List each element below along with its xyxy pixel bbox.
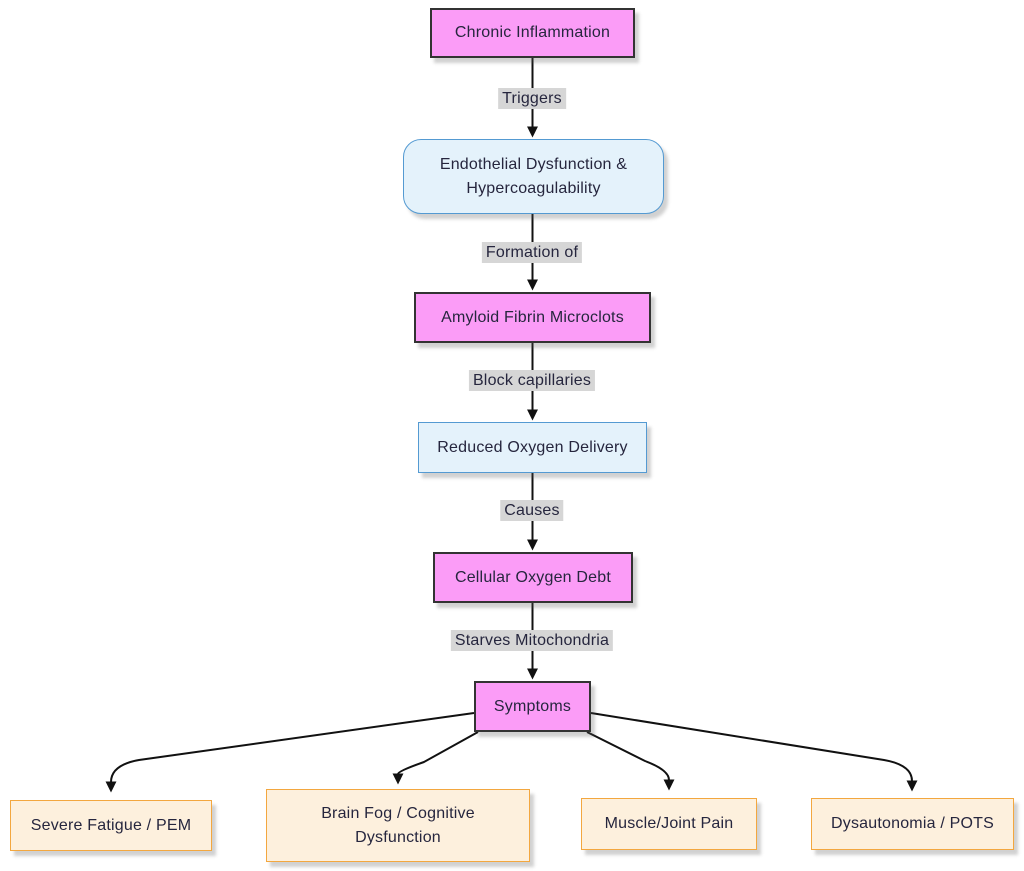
node-muscle-joint-pain: Muscle/Joint Pain xyxy=(581,798,757,850)
node-label: Amyloid Fibrin Microclots xyxy=(441,308,624,326)
node-label: Chronic Inflammation xyxy=(454,24,611,41)
node-chronic-inflammation: Chronic Inflammation xyxy=(430,8,635,58)
node-label: Brain Fog / Cognitive Dysfunction xyxy=(321,804,475,846)
edge-symptoms-to-brain-fog xyxy=(392,731,479,785)
node-cellular-oxygen-debt: Cellular Oxygen Debt xyxy=(433,552,633,603)
node-dysautonomia-pots: Dysautonomia / POTS xyxy=(811,798,1014,850)
edge-symptoms-to-dysautonomia xyxy=(590,712,918,792)
node-amyloid-fibrin-microclots: Amyloid Fibrin Microclots xyxy=(414,292,651,343)
edge-label-starves-mitochondria: Starves Mitochondria xyxy=(450,630,614,651)
node-label: Symptoms xyxy=(493,697,572,715)
edge-symptoms-to-muscle-pain xyxy=(586,731,675,791)
node-symptoms: Symptoms xyxy=(474,681,591,732)
node-label: Cellular Oxygen Debt xyxy=(454,568,612,586)
node-label: Endothelial Dysfunction & Hypercoagulabi… xyxy=(439,155,628,197)
node-label: Dysautonomia / POTS xyxy=(831,815,994,832)
edge-label-causes: Causes xyxy=(500,500,564,521)
node-label: Reduced Oxygen Delivery xyxy=(437,438,628,456)
node-severe-fatigue-pem: Severe Fatigue / PEM xyxy=(10,800,212,851)
edge-symptoms-to-fatigue xyxy=(105,712,475,793)
node-reduced-oxygen-delivery: Reduced Oxygen Delivery xyxy=(418,422,647,473)
node-brain-fog-cognitive-dysfunction: Brain Fog / Cognitive Dysfunction xyxy=(266,789,530,862)
edge-label-block-capillaries: Block capillaries xyxy=(468,370,596,391)
node-label: Severe Fatigue / PEM xyxy=(30,816,192,834)
node-endothelial-dysfunction: Endothelial Dysfunction & Hypercoagulabi… xyxy=(403,139,664,214)
edge-label-triggers: Triggers xyxy=(498,88,566,109)
node-label: Muscle/Joint Pain xyxy=(604,815,734,832)
edge-label-formation-of: Formation of xyxy=(481,242,583,263)
